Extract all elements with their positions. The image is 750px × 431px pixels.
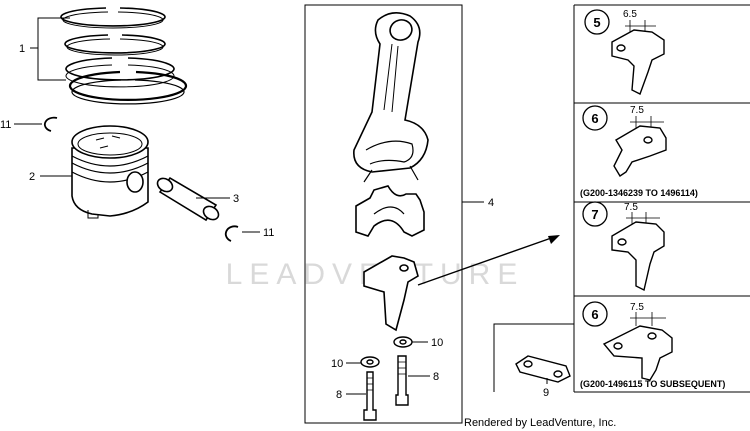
callout-pin: 3 [233, 193, 239, 205]
bracket-drawing-1 [611, 29, 665, 95]
variant-range-2: (G200-1346239 TO 1496114) [580, 188, 698, 198]
arrow-shaft [417, 235, 558, 286]
dimension-lines-4 [630, 312, 666, 326]
callout-piston: 2 [29, 171, 35, 183]
callout-10-left: 10 [331, 358, 361, 370]
variant-panel-5[interactable]: 5 6.5 [584, 9, 665, 95]
connecting-rod-box [304, 4, 463, 424]
dimension-lines-1 [625, 20, 656, 32]
variant-badge-7 [582, 201, 608, 227]
variant-id-6a: 6 [591, 111, 598, 126]
connecting-rod-cap[interactable] [355, 185, 425, 237]
callout-11-upper: 11 [0, 119, 42, 131]
callout-washer-a: 10 [331, 358, 343, 370]
variant-badge-6b [582, 301, 608, 327]
bracket-drawing-2 [613, 125, 667, 177]
bracket-drawing-4 [602, 325, 673, 381]
callout-8-left: 8 [336, 389, 366, 401]
callout-bolt-a: 8 [336, 389, 342, 401]
variant-dimension-4: 7.5 [630, 302, 644, 313]
lock-washer-right[interactable] [393, 336, 413, 348]
variant-range-4: (G200-1496115 TO SUBSEQUENT) [580, 379, 725, 389]
callout-1: 1 [19, 17, 70, 81]
rod-bolt-right[interactable] [395, 355, 409, 406]
variant-dimension-2: 7.5 [630, 105, 644, 116]
callout-bolt-b: 8 [433, 371, 439, 383]
lock-plate[interactable] [515, 355, 571, 383]
callout-10-right: 10 [412, 337, 443, 349]
variant-dimension-3: 7.5 [624, 202, 638, 213]
callout-rings: 1 [19, 43, 25, 55]
callout-clip-a: 11 [0, 119, 11, 131]
oil-dipper[interactable] [363, 255, 419, 332]
piston-pin[interactable] [155, 176, 221, 223]
credit-text: Rendered by LeadVenture, Inc. [464, 417, 616, 429]
callout-9: 9 [543, 378, 549, 399]
variant-panel-7[interactable]: 7 7.5 [582, 201, 665, 292]
variant-badge-6a [582, 105, 608, 131]
callout-3: 3 [196, 193, 239, 205]
callout-11-lower: 11 [242, 227, 274, 239]
connecting-rod[interactable] [353, 12, 429, 183]
rod-bolt-left[interactable] [363, 371, 377, 421]
callout-washer-b: 10 [431, 337, 443, 349]
piston-pin-clip-lower[interactable] [224, 225, 239, 242]
callout-connecting-rod: 4 [488, 197, 494, 209]
variant-id-5: 5 [593, 15, 600, 30]
callout-4: 4 [462, 197, 494, 209]
variant-dimension-1: 6.5 [623, 9, 637, 20]
piston-rings[interactable] [60, 7, 188, 105]
variant-id-7: 7 [591, 207, 598, 222]
bracket-drawing-3 [611, 221, 665, 292]
variants-frame [573, 4, 750, 393]
callout-2: 2 [29, 171, 72, 183]
piston-pin-clip-upper[interactable] [43, 116, 58, 132]
callout-clip-b: 11 [263, 227, 274, 239]
variant-panel-6a[interactable]: 6 7.5 (G200-1346239 TO 1496114) [580, 105, 698, 198]
variant-badge-5 [584, 9, 610, 35]
piston[interactable] [71, 125, 149, 219]
callout-8-right: 8 [408, 371, 439, 383]
plate-box [493, 323, 574, 392]
variant-panel-6b[interactable]: 6 7.5 (G200-1496115 TO SUBSEQUENT) [580, 301, 725, 389]
lock-washer-left[interactable] [360, 356, 380, 368]
variant-id-6b: 6 [591, 307, 598, 322]
arrow-head [548, 235, 560, 244]
callout-plate: 9 [543, 387, 549, 399]
